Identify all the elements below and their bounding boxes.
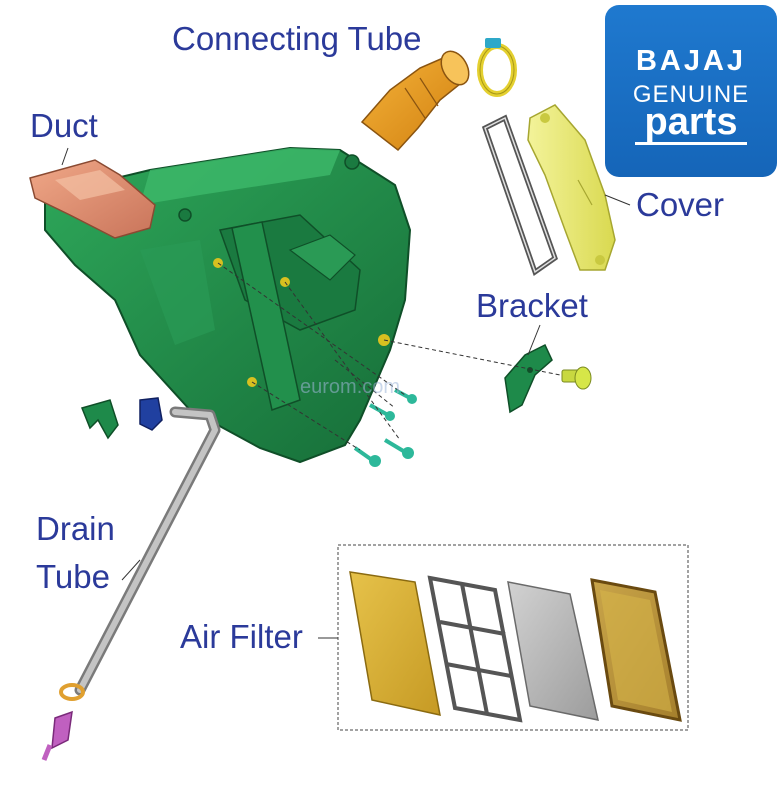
watermark: eurom.com: [300, 376, 401, 398]
leader-lines: [61, 147, 631, 639]
drain-clamp: [59, 683, 85, 701]
screw-4: [353, 446, 381, 467]
label-tube: Tube: [36, 558, 110, 595]
gasket: [481, 114, 558, 276]
label-duct: Duct: [30, 107, 98, 144]
assembly-lines: [217, 262, 561, 451]
blue-clip: [139, 397, 163, 431]
drain-tube: [74, 406, 221, 696]
logo-parts: parts: [644, 101, 738, 143]
hose-clamp: [477, 38, 517, 97]
screw-1: [394, 388, 417, 404]
screw-3: [383, 438, 414, 459]
bracket-bolt: [561, 366, 592, 390]
filter-layer-grey: [507, 581, 599, 721]
logo-genuine: GENUINE: [632, 81, 750, 108]
label-drain: Drain: [36, 510, 115, 547]
cover: [527, 104, 616, 271]
logo-underline: [635, 142, 747, 145]
filter-layer-brown: [590, 578, 682, 722]
logo-brand: BAJAJ: [635, 45, 747, 77]
duct: [29, 159, 156, 239]
label-connecting-tube: Connecting Tube: [172, 20, 422, 57]
screw-2: [369, 403, 395, 421]
screws: [353, 388, 417, 467]
filter-layer-grid: [427, 575, 523, 723]
drain-clip-green: [80, 399, 119, 440]
label-air-filter: Air Filter: [180, 618, 303, 655]
drain-plug: [41, 710, 73, 761]
filter-layer-yellow: [349, 571, 441, 716]
bajaj-genuine-parts-logo: BAJAJ GENUINE parts: [605, 5, 777, 177]
connecting-tube: [360, 50, 470, 152]
label-bracket: Bracket: [476, 287, 588, 324]
label-cover: Cover: [636, 186, 725, 223]
